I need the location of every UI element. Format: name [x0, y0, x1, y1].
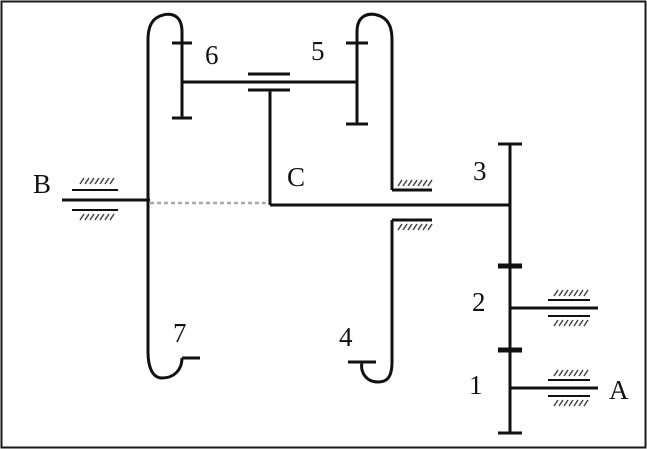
shaft-b-bearing: [62, 177, 150, 221]
label-b: B: [33, 169, 51, 199]
shaft-a-bearing: [510, 369, 598, 407]
label-gear-6: 6: [205, 40, 219, 70]
ring-gear-5-4: [346, 12, 433, 384]
carrier-c: [248, 72, 510, 207]
label-gear-1: 1: [469, 370, 483, 400]
label-gear-5: 5: [311, 36, 325, 66]
gear-stack-3-2-1: [498, 142, 522, 435]
label-c: C: [287, 162, 305, 192]
label-gear-7: 7: [173, 318, 187, 348]
ring-gear-6-7: [146, 12, 200, 380]
gear-2-bearing: [510, 289, 598, 327]
label-gear-4: 4: [339, 322, 353, 352]
label-gear-2: 2: [472, 287, 486, 317]
label-a: A: [609, 375, 629, 405]
label-gear-3: 3: [473, 156, 487, 186]
